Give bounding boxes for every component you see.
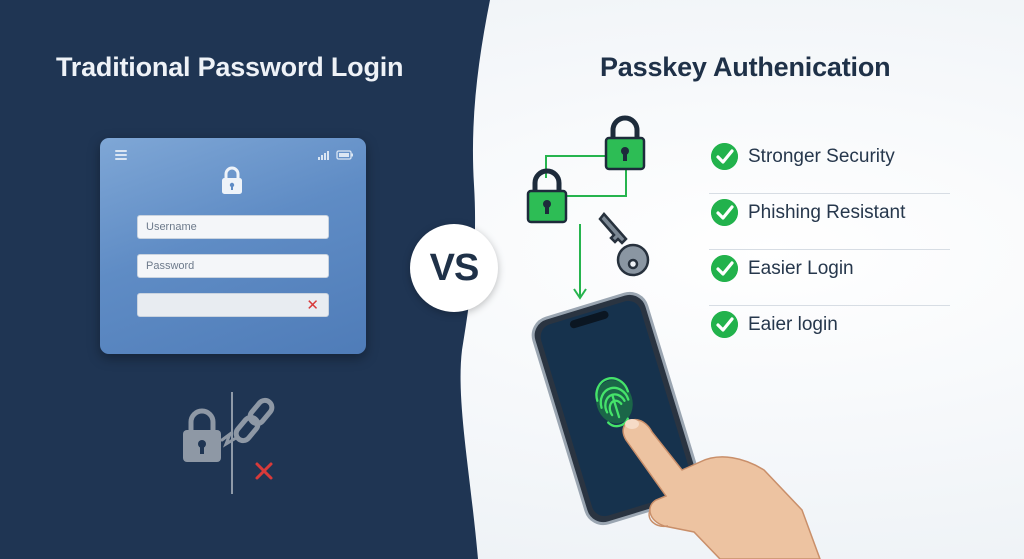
username-input[interactable]: Username [137,215,329,239]
passkey-benefits-list: Stronger Security Phishing Resistant Eas… [709,138,950,362]
versus-badge: VS [410,224,498,312]
green-lock-icon-secondary [526,168,568,224]
benefit-item: Phishing Resistant [709,194,950,250]
red-x-icon [255,462,273,480]
benefit-item: Easier Login [709,250,950,306]
benefit-label: Phishing Resistant [748,202,906,223]
grey-lock-icon [183,408,221,462]
benefit-label: Eaier login [748,314,838,335]
password-input[interactable]: Password [137,254,329,278]
hand-illustration [622,418,821,559]
error-x-icon: ✕ [306,297,319,314]
broken-chain-icon [220,397,275,448]
signal-battery-icon [318,150,353,160]
green-lock-icon [604,115,646,171]
lock-icon [222,166,242,194]
fingerprint-icon [595,377,633,428]
check-icon [711,255,738,282]
password-login-card: Username Password ✕ [100,138,366,354]
check-icon [711,143,738,170]
benefit-label: Easier Login [748,258,854,279]
passkey-title: Passkey Authenication [600,52,891,82]
benefit-item: Stronger Security [709,138,950,194]
benefit-item: Eaier login [709,306,950,362]
check-icon [711,311,738,338]
traditional-login-title: Traditional Password Login [56,52,404,82]
menu-icon[interactable] [115,150,127,160]
benefit-label: Stronger Security [748,146,895,167]
login-error-field[interactable]: ✕ [137,293,329,317]
check-icon [711,199,738,226]
key-icon [598,212,650,277]
